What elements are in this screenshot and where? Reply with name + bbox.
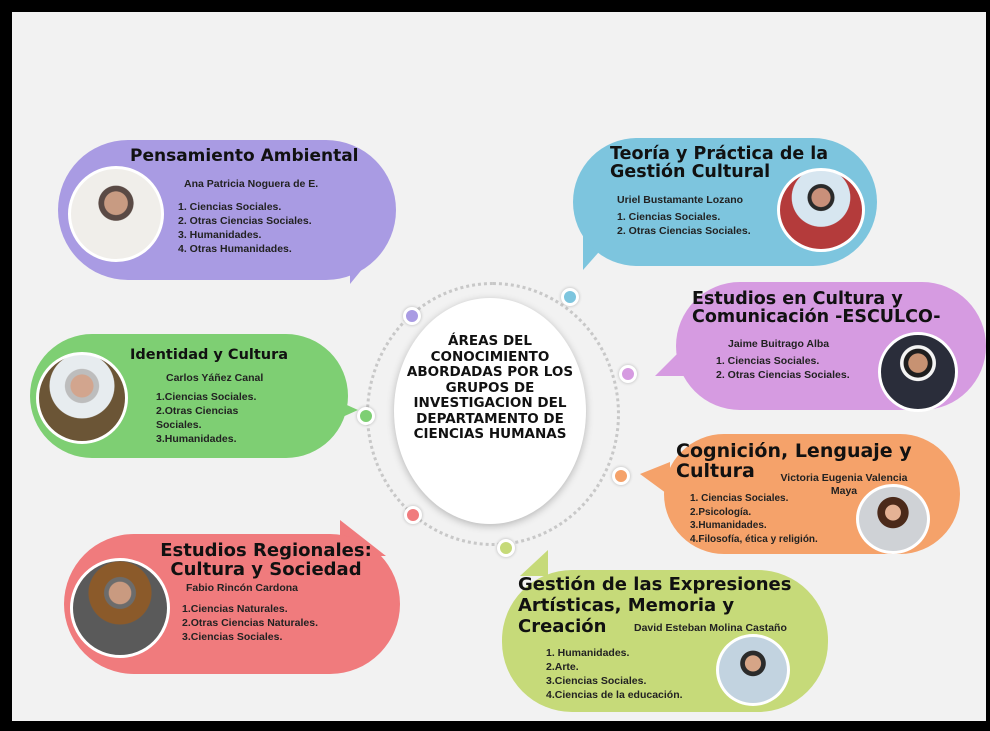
group-title: Estudios en Cultura y Comunicación -ESCU… xyxy=(692,289,941,328)
orange-connector-dot xyxy=(612,467,630,485)
area-item: 1. Humanidades. xyxy=(546,647,630,659)
group-card-gestion-cultural: Teoría y Práctica de la Gestión Cultural… xyxy=(573,138,877,266)
group-author: Fabio Rincón Cardona xyxy=(186,582,299,594)
green-connector-dot xyxy=(357,407,375,425)
group-card-identidad-cultura: Identidad y Cultura Carlos Yáñez Canal 1… xyxy=(30,334,348,458)
group-card-gestion-expresiones: Gestión de las Expresiones Artísticas, M… xyxy=(502,570,828,712)
area-item: 3. Humanidades. xyxy=(178,229,262,241)
area-item: 2. Otras Ciencias Sociales. xyxy=(617,225,751,237)
knowledge-areas-list: 1. Ciencias Sociales. 2. Otras Ciencias … xyxy=(178,200,312,256)
group-card-pensamiento-ambiental: Pensamiento Ambiental Ana Patricia Nogue… xyxy=(58,140,396,280)
researcher-photo xyxy=(716,634,790,706)
area-item: 1.Ciencias Sociales. xyxy=(156,391,257,403)
area-item: 3.Humanidades. xyxy=(690,520,767,531)
group-card-estudios-regionales: Estudios Regionales: Cultura y Sociedad … xyxy=(64,534,400,674)
area-item: 4.Ciencias de la educación. xyxy=(546,689,683,701)
knowledge-areas-list: 1.Ciencias Naturales. 2.Otras Ciencias N… xyxy=(182,602,318,644)
group-author: Jaime Buitrago Alba xyxy=(728,338,830,350)
area-item: 2.Otras Ciencias Sociales. xyxy=(156,405,239,431)
area-item: 3.Ciencias Sociales. xyxy=(546,675,647,687)
knowledge-areas-list: 1. Ciencias Sociales. 2.Psicología. 3.Hu… xyxy=(690,492,818,546)
researcher-photo xyxy=(68,166,164,262)
researcher-photo xyxy=(856,484,930,554)
area-item: 3.Ciencias Sociales. xyxy=(182,631,283,643)
area-item: 1. Ciencias Sociales. xyxy=(690,493,789,504)
group-author: Carlos Yáñez Canal xyxy=(166,372,264,384)
blue-connector-dot xyxy=(561,288,579,306)
group-card-esculco: Estudios en Cultura y Comunicación -ESCU… xyxy=(676,282,986,412)
area-item: 1. Ciencias Sociales. xyxy=(716,355,820,367)
center-circle xyxy=(394,298,586,524)
group-author: Ana Patricia Noguera de E. xyxy=(184,178,319,190)
knowledge-areas-list: 1.Ciencias Sociales. 2.Otras Ciencias So… xyxy=(156,390,266,446)
magenta-connector-dot xyxy=(619,365,637,383)
area-item: 2. Otras Ciencias Sociales. xyxy=(178,215,312,227)
group-title: Estudios Regionales: Cultura y Sociedad xyxy=(160,540,372,580)
knowledge-areas-list: 1. Humanidades. 2.Arte. 3.Ciencias Socia… xyxy=(546,646,683,702)
red-connector-dot xyxy=(404,506,422,524)
group-author: Victoria Eugenia Valencia Maya xyxy=(780,472,908,497)
area-item: 1. Ciencias Sociales. xyxy=(178,201,282,213)
area-item: 2. Otras Ciencias Sociales. xyxy=(716,369,850,381)
area-item: 4.Filosofía, ética y religión. xyxy=(690,533,818,545)
knowledge-areas-list: 1. Ciencias Sociales. 2. Otras Ciencias … xyxy=(617,210,751,238)
group-author: Uriel Bustamante Lozano xyxy=(617,194,744,206)
area-item: 2.Arte. xyxy=(546,661,579,673)
group-title: Cognición, Lenguaje y Cultura xyxy=(676,440,912,482)
knowledge-areas-list: 1. Ciencias Sociales. 2. Otras Ciencias … xyxy=(716,354,850,382)
lime-bubble-tail xyxy=(520,550,548,576)
group-title: Pensamiento Ambiental xyxy=(130,146,359,166)
researcher-photo xyxy=(70,558,170,658)
area-item: 2.Psicología. xyxy=(690,506,752,518)
group-card-cognicion-lenguaje: Cognición, Lenguaje y Cultura Victoria E… xyxy=(664,434,960,554)
group-title: Teoría y Práctica de la Gestión Cultural xyxy=(610,144,829,183)
area-item: 1. Ciencias Sociales. xyxy=(617,211,721,223)
researcher-photo xyxy=(777,168,865,252)
purple-connector-dot xyxy=(403,307,421,325)
area-item: 2.Otras Ciencias Naturales. xyxy=(182,617,318,629)
researcher-photo xyxy=(36,352,128,444)
group-title: Identidad y Cultura xyxy=(130,347,289,363)
lime-connector-dot xyxy=(497,539,515,557)
center-title: ÁREAS DEL CONOCIMIENTO ABORDADAS POR LOS… xyxy=(406,333,574,442)
area-item: 1.Ciencias Naturales. xyxy=(182,603,288,615)
area-item: 4. Otras Humanidades. xyxy=(178,243,292,255)
group-author: David Esteban Molina Castaño xyxy=(634,622,787,634)
group-title: Gestión de las Expresiones Artísticas, M… xyxy=(518,574,792,637)
area-item: 3.Humanidades. xyxy=(156,433,237,445)
researcher-photo xyxy=(878,332,958,412)
